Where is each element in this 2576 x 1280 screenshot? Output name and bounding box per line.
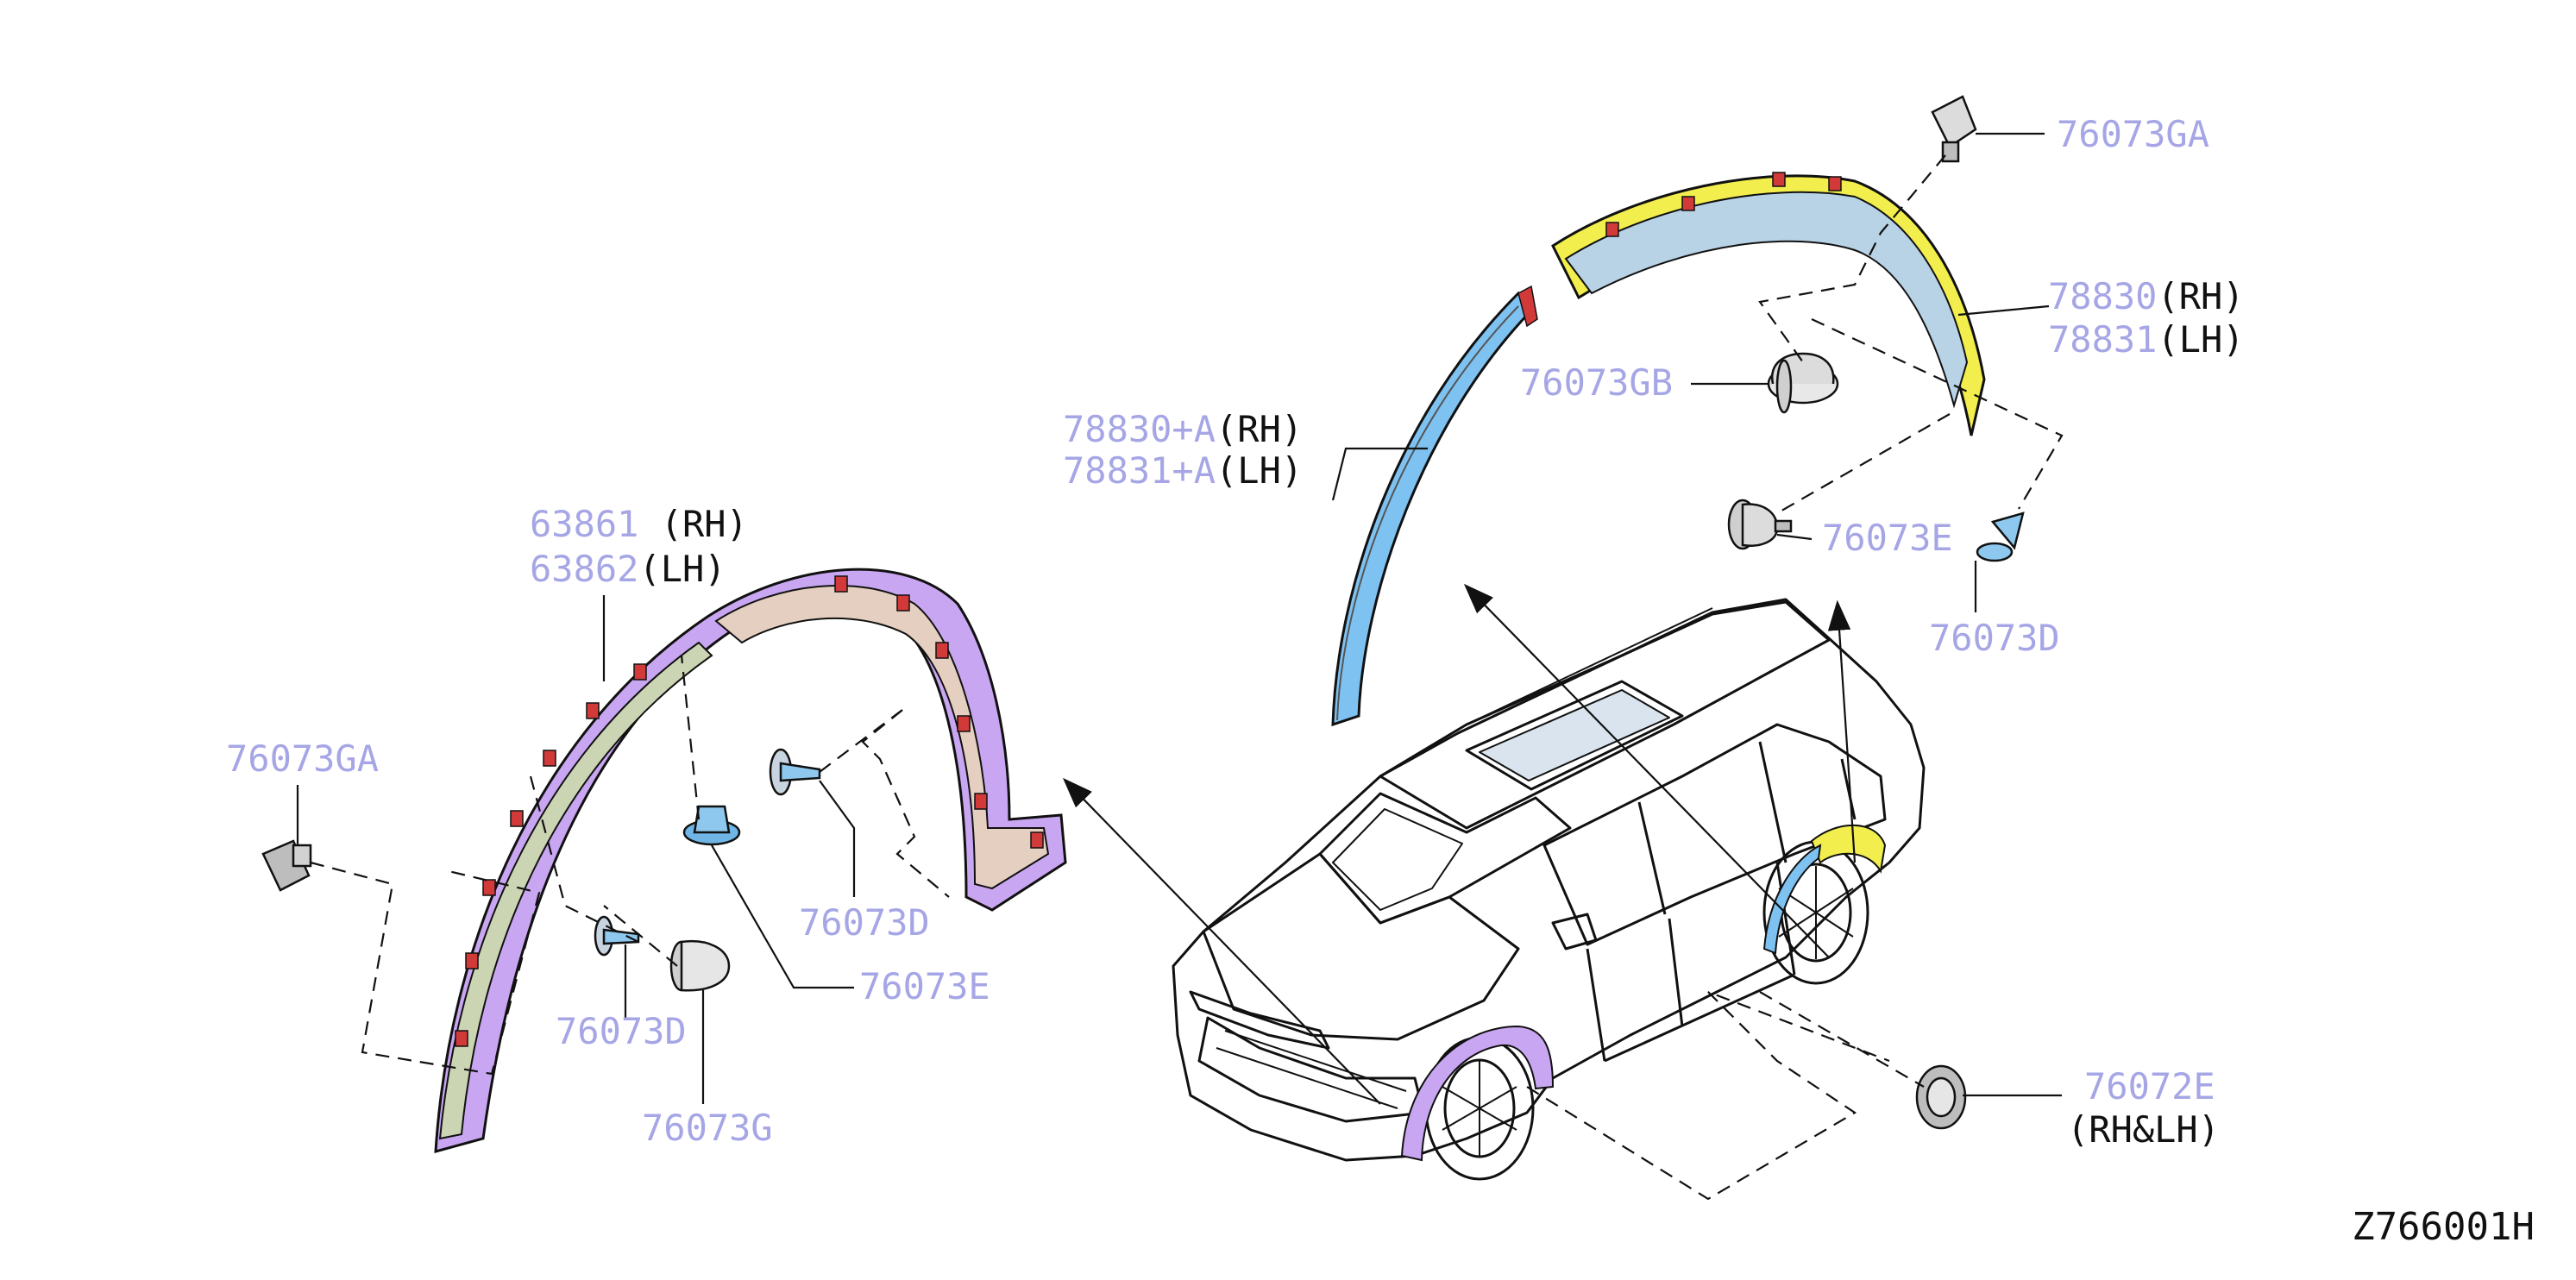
vehicle-body-outline [1172, 598, 1926, 1162]
clip-76073E-right [1727, 499, 1793, 550]
assembly-dashed-lines [310, 154, 2064, 1201]
headlight [1189, 990, 1330, 1050]
leader-lines [296, 132, 2062, 1104]
hood [1202, 852, 1520, 1041]
fender-arch-red-clips [1605, 172, 1842, 237]
callout-76073GA-left: 76073GA [226, 737, 380, 780]
doors [1586, 862, 1796, 1063]
clip-76073GB [1767, 352, 1839, 414]
figure-reference-code: Z766001H [2352, 1205, 2535, 1249]
callout-78830-rh: 78830(RH) [2048, 275, 2245, 317]
callout-63861-rh: 63861 (RH) [530, 503, 748, 545]
callout-76072E: 76072E [2084, 1065, 2215, 1107]
assembly-arrows [1062, 583, 1857, 1105]
callout-76073GB: 76073GB [1520, 361, 1674, 404]
callout-76073D-right: 76073D [1929, 617, 2060, 659]
clip-76073E-left [682, 805, 741, 846]
installed-rear-arch-seal [1762, 844, 1822, 955]
callout-78830A-rh: 78830+A(RH) [1063, 408, 1304, 450]
callout-76073E-right: 76073E [1822, 517, 1953, 559]
right-arch-assembly [1331, 172, 1986, 727]
callout-63862-lh: 63862(LH) [530, 548, 726, 590]
left-arch-trim-assembly [434, 568, 1067, 1153]
clip-76073G-left [669, 939, 731, 992]
arch-trim-inner-panel [714, 585, 1050, 890]
vehicle [1172, 598, 1926, 1181]
callout-78831A-lh: 78831+A(LH) [1063, 449, 1304, 492]
side-mirror [1551, 913, 1598, 951]
fender-arch-inner-panel [1564, 191, 1969, 409]
side-windows [1542, 723, 1887, 946]
clip-76073D-left-upper [769, 748, 821, 796]
callout-76073D-left-upper: 76073D [799, 901, 930, 944]
callout-76073E-left: 76073E [859, 965, 990, 1007]
arch-trim-red-clips [455, 575, 1044, 1047]
callout-78831-lh: 78831(LH) [2048, 318, 2245, 361]
fasteners [261, 95, 2025, 1130]
grommet-76072E [1915, 1064, 1967, 1130]
vehicle-roof [1379, 600, 1831, 830]
callout-76073G: 76073G [642, 1107, 773, 1149]
clip-76073GA-top [1931, 95, 1977, 163]
clip-76073GA-left [261, 839, 312, 892]
callout-76073D-left-lower: 76073D [556, 1010, 687, 1052]
installed-rear-arch-trim [1810, 824, 1887, 874]
clip-76073D-right [1976, 511, 2025, 562]
callout-rh-lh: (RH&LH) [2067, 1108, 2221, 1151]
installed-front-arch-trim [1400, 1025, 1555, 1162]
callout-76073GA-top: 76073GA [2057, 113, 2210, 155]
